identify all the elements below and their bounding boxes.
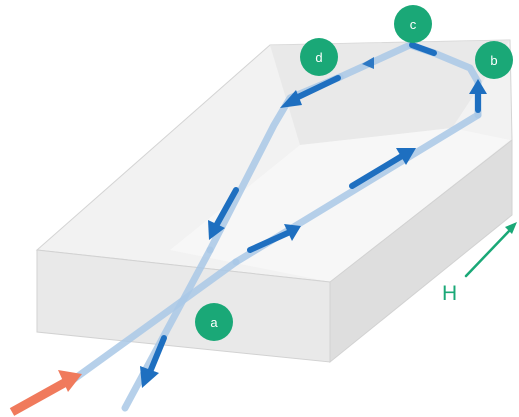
- blue-arrow-icon: [362, 57, 374, 69]
- field-label: H: [442, 282, 457, 305]
- beam-direction-arrows: [140, 42, 487, 388]
- marker-a: a: [195, 303, 233, 341]
- marker-d: d: [300, 38, 338, 76]
- magnetic-field-indicator: H: [442, 222, 517, 305]
- crystal-inner-face: [170, 128, 510, 282]
- marker-c-label: c: [410, 17, 417, 32]
- blue-arrow-icon: [280, 75, 341, 108]
- magnetic-field-arrow-icon: [464, 222, 517, 278]
- beam-segment-out: [121, 246, 214, 412]
- blue-arrow-icon: [349, 148, 416, 189]
- blue-arrow-icon: [409, 42, 437, 56]
- blue-arrow-icon: [469, 79, 487, 113]
- blue-arrow-icon: [247, 224, 301, 253]
- blue-arrow-icon: [140, 335, 167, 388]
- marker-b: b: [475, 41, 513, 79]
- crystal-side-face: [329, 138, 513, 364]
- crystal-block: [35, 39, 513, 364]
- beam-segment-in: [66, 258, 240, 386]
- marker-d-label: d: [315, 50, 322, 65]
- incident-beam-arrow-icon: [9, 370, 82, 416]
- marker-c: c: [394, 5, 432, 43]
- beam-segment-c-to-d: [336, 41, 414, 81]
- blue-arrow-icon: [208, 187, 239, 240]
- marker-b-label: b: [490, 53, 497, 68]
- marker-a-label: a: [210, 315, 218, 330]
